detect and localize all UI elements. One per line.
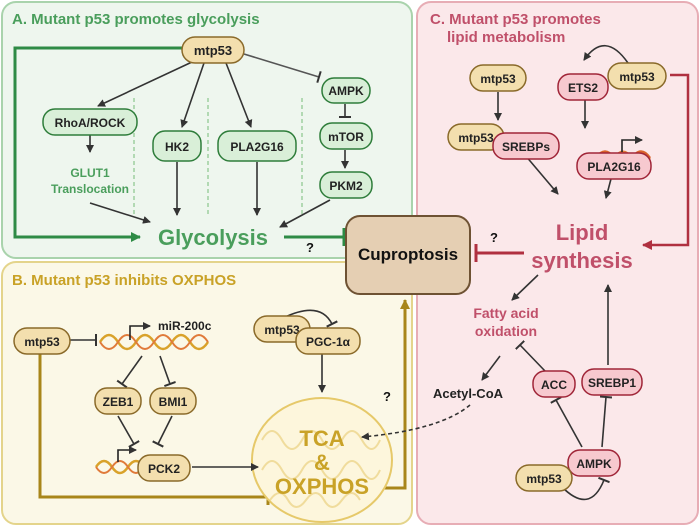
arrow-fao-acetylcoa: [481, 355, 501, 381]
dna-helix-icon: [98, 333, 210, 351]
mtp53-label: mtp53: [619, 70, 655, 84]
ampk-label: AMPK: [576, 457, 612, 471]
question-mark-lipid: ?: [490, 230, 498, 245]
arrow-glut1-glycolysis: [89, 202, 151, 224]
inhibit-bmi1-pck2: [152, 415, 173, 448]
zeb1-label: ZEB1: [103, 395, 134, 409]
pgc1a-node: [295, 327, 361, 355]
mtp53-node: [607, 62, 667, 90]
question-mark-glycolysis: ?: [306, 240, 314, 255]
pla2g16-node: [576, 152, 652, 180]
tca-label: TCA: [299, 426, 344, 451]
srebp1-node: [581, 368, 643, 396]
ets2-label: ETS2: [568, 81, 598, 95]
fatty-acid-label: Fatty acid: [473, 305, 538, 321]
inhibit-mir200c-zeb1: [116, 355, 143, 389]
acetyl-coa-label: Acetyl-CoA: [433, 386, 504, 401]
pkm2-label: PKM2: [329, 179, 363, 193]
promoter-arrow-icon: [129, 322, 151, 340]
inhibit-ampk-srebp1: [599, 395, 613, 448]
arrow-mtp53-pla2g16: [225, 62, 253, 128]
acc-label: ACC: [541, 378, 567, 392]
srebp1-label: SREBP1: [588, 376, 636, 390]
mtp53-node: [181, 36, 245, 64]
arrow-mtp53-rhoa: [97, 61, 193, 107]
inhibit-mir200c-bmi1: [159, 355, 176, 387]
hk2-node: [152, 130, 202, 162]
arrow-mtp53-to-lipid: [642, 73, 690, 250]
mtp53-node: [13, 327, 71, 355]
panel-b-title: B. Mutant p53 inhibits OXPHOS: [12, 272, 236, 289]
mtp53-label: mtp53: [480, 72, 516, 86]
panel-c-title-line2: lipid metabolism: [447, 29, 565, 46]
arrow-mtp53-ets2: [583, 44, 629, 64]
panel-a-title: A. Mutant p53 promotes glycolysis: [12, 11, 260, 28]
mtp53-label: mtp53: [24, 335, 60, 349]
bmi1-label: BMI1: [159, 395, 188, 409]
dashed-arrow-acetylcoa-tca: [361, 404, 471, 441]
ampersand-label: &: [314, 450, 330, 475]
mtp53-label: mtp53: [526, 472, 562, 486]
ampk-node: [567, 449, 621, 477]
mtp53-label: mtp53: [264, 323, 300, 337]
zeb1-node: [94, 387, 142, 415]
arrow-lipid-fao: [511, 274, 539, 301]
rhoa-rock-node: [42, 108, 138, 136]
inhibit-acc-fao: [514, 340, 546, 372]
promoter-arrow-icon: [621, 136, 643, 152]
bmi1-node: [149, 387, 197, 415]
promoter-arrow-icon: [117, 446, 137, 462]
acc-node: [532, 370, 576, 398]
translocation-label: Translocation: [51, 182, 129, 196]
pgc1a-label: PGC-1α: [306, 335, 351, 349]
pla2g16-label: PLA2G16: [587, 160, 641, 174]
pck2-node: [137, 454, 191, 482]
srebps-label: SREBPs: [502, 140, 550, 154]
inhibit-mtp53-oxphos: [38, 352, 270, 505]
glycolysis-label: Glycolysis: [158, 225, 268, 250]
pck2-label: PCK2: [148, 462, 180, 476]
inhibit-ampk-acc: [550, 396, 583, 448]
mtp53-node: [515, 464, 573, 492]
pla2g16-label: PLA2G16: [230, 140, 284, 154]
mtp53-label: mtp53: [194, 43, 232, 58]
synthesis-label: synthesis: [531, 248, 633, 273]
ampk-label: AMPK: [328, 84, 364, 98]
panel-a-background: [1, 1, 413, 259]
inhibit-zeb1-pck2: [117, 415, 140, 448]
ampk-node: [321, 77, 371, 104]
arrow-srebps-lipid: [524, 154, 559, 195]
mtor-node: [319, 122, 373, 150]
panel-c-title-line1: C. Mutant p53 promotes: [430, 11, 601, 28]
arrow-mtp53-to-glycolysis: [13, 46, 182, 242]
inhibit-mtp53-ampk: [561, 476, 610, 501]
srebps-node: [492, 132, 560, 160]
glut1-label: GLUT1: [70, 166, 110, 180]
mtp53-label: mtp53: [458, 131, 494, 145]
cuproptosis-node: [345, 215, 471, 295]
inhibit-mtp53-ampk: [243, 53, 322, 84]
cuproptosis-label: Cuproptosis: [358, 245, 458, 264]
hk2-label: HK2: [165, 140, 189, 154]
mitochondrion-icon: [251, 397, 393, 523]
mir200c-label: miR-200c: [158, 319, 212, 333]
lipid-label: Lipid: [556, 220, 609, 245]
arrow-pkm2-glycolysis: [279, 199, 331, 228]
pla2g16-node: [217, 130, 297, 162]
rhoa-rock-label: RhoA/ROCK: [55, 116, 126, 130]
mtp53-node: [469, 64, 527, 92]
oxidation-label: oxidation: [475, 323, 537, 339]
ets2-node: [557, 73, 609, 101]
pkm2-node: [319, 171, 373, 199]
oxphos-label: OXPHOS: [275, 474, 369, 499]
arrow-mtp53-hk2: [180, 62, 205, 128]
mtor-label: mTOR: [328, 130, 364, 144]
question-mark-oxphos: ?: [383, 389, 391, 404]
